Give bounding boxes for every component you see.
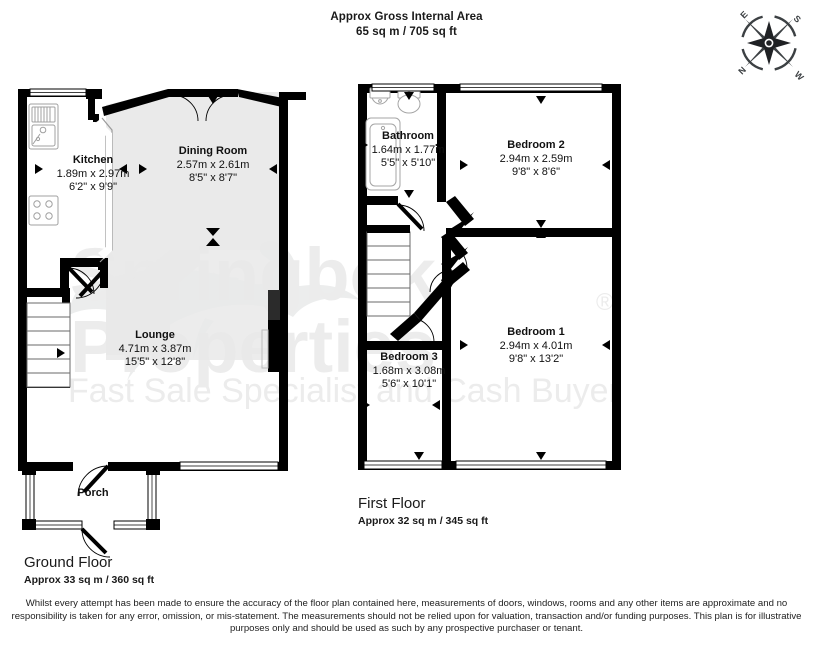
ground-floor-plan [18,88,306,558]
ground-floor-area: Approx 33 sq m / 360 sq ft [24,574,155,586]
dining-room-imperial: 8'5" x 8'7" [188,172,238,184]
compass-label-east: E [738,9,749,20]
kitchen-imperial: 6'2" x 9'9" [68,181,118,193]
stair-head-wall [367,225,410,233]
lounge-metric: 4.71m x 3.87m [118,342,192,355]
room-label-bedroom-1: Bedroom 1 2.94m x 4.01m 9'8" x 13'2" [466,326,606,367]
room-label-bedroom-3: Bedroom 3 1.68m x 3.08m 5'6" x 10'1" [350,351,468,392]
room-label-porch: Porch [38,487,148,501]
bathroom-sink-icon [397,87,421,114]
first-floor-windows [363,83,607,470]
bedroom-2-imperial: 9'8" x 8'6" [511,166,561,178]
first-floor-dimension-arrows [360,92,610,460]
compass-label-north: N [736,65,748,77]
room-label-dining-room: Dining Room 2.57m x 2.61m 8'5" x 8'7" [143,145,283,186]
watermark-registered-icon: ® [596,289,614,316]
ground-floor-windows [29,88,279,471]
bedroom-1-imperial: 9'8" x 13'2" [508,353,564,365]
ground-floor-name: Ground Floor [24,554,113,571]
porch-structure [22,466,160,558]
kitchen-metric: 1.89m x 2.97m [56,167,130,180]
compass-label-south: S [792,13,803,24]
compass-label-west: W [793,69,806,82]
kitchen-partition-fill [94,120,112,259]
lounge-shading [106,250,279,360]
bedroom-3-name: Bedroom 3 [380,351,438,363]
dining-room-name: Dining Room [178,145,248,157]
floor-title-ground: Ground Floor Approx 33 sq m / 360 sq ft [24,553,154,588]
room-label-bedroom-2: Bedroom 2 2.94m x 2.59m 9'8" x 8'6" [466,139,606,180]
first-floor-stairs [366,231,411,317]
bedroom-1-name: Bedroom 1 [507,326,565,338]
ground-floor-stairs [26,302,71,388]
bedroom-1-metric: 2.94m x 4.01m [499,339,573,352]
dining-room-metric: 2.57m x 2.61m [176,158,250,171]
disclaimer-text: Whilst every attempt has been made to en… [11,598,802,635]
ground-floor-doors [66,94,233,497]
first-floor-area: Approx 32 sq m / 345 sq ft [358,515,489,527]
room-label-kitchen: Kitchen 1.89m x 2.97m 6'2" x 9'9" [8,154,178,195]
lounge-imperial: 15'5" x 12'8" [124,356,186,368]
bathroom-name: Bathroom [382,130,434,142]
first-floor-plan [358,83,621,470]
kitchen-sink-icon [28,103,59,150]
bathroom-imperial: 5'5" x 5'10" [380,157,436,169]
landing-door-leaves [441,262,470,293]
gia-line-1: Approx Gross Internal Area [330,11,483,23]
lounge-name: Lounge [135,329,175,341]
floor-title-first: First Floor Approx 32 sq m / 345 sq ft [358,494,488,529]
room-label-bathroom: Bathroom 1.64m x 1.77m 5'5" x 5'10" [352,130,464,171]
compass-rose: E S N W [736,9,806,83]
lounge-chimney-breast [261,290,280,372]
kitchen-name: Kitchen [72,154,114,166]
bedroom-3-imperial: 5'6" x 10'1" [381,378,437,390]
gross-internal-area-heading: Approx Gross Internal Area 65 sq m / 705… [0,10,813,40]
bathroom-bath-icon [365,117,401,191]
room-label-lounge: Lounge 4.71m x 3.87m 15'5" x 12'8" [90,329,220,370]
watermark-tagline: Fast Sale Specialist and Cash Buyer [68,372,620,410]
gia-line-2: 65 sq m / 705 sq ft [356,26,457,38]
porch-name: Porch [77,487,109,499]
bedroom-2-name: Bedroom 2 [507,139,565,151]
first-floor-name: First Floor [358,495,426,512]
bathroom-metric: 1.64m x 1.77m [371,143,445,156]
bedroom-2-metric: 2.94m x 2.59m [499,152,573,165]
kitchen-hob-icon [28,195,59,226]
bedroom-3-metric: 1.68m x 3.08m [372,364,446,377]
first-floor-doors [396,202,468,343]
